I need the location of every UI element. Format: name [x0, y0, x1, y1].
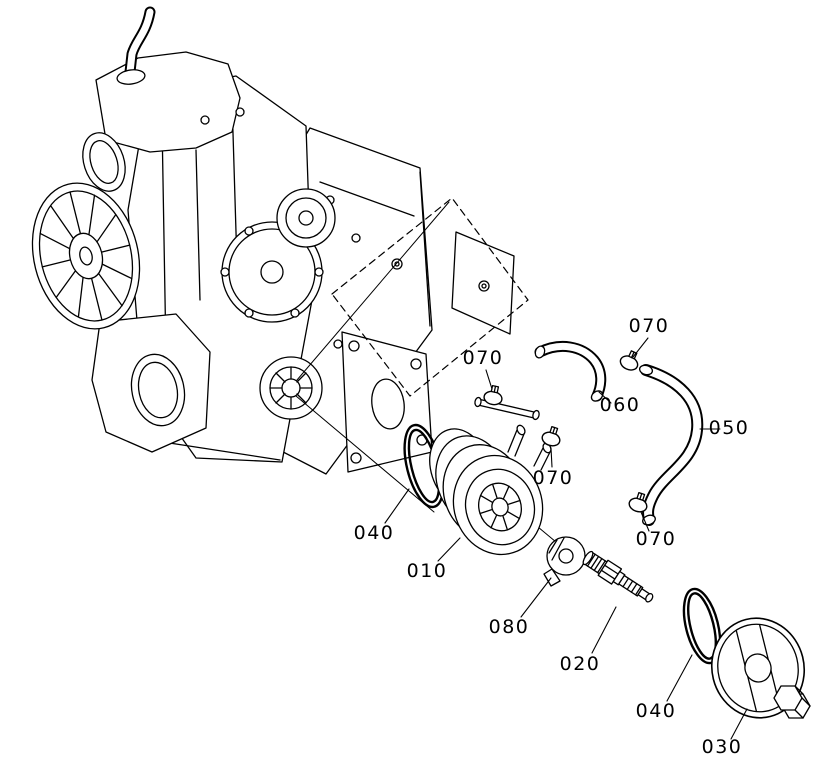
gear-cover	[220, 221, 324, 323]
upper-water-pipe	[116, 6, 156, 85]
callout-050: 050	[708, 417, 750, 439]
hose-clamp-2	[483, 384, 503, 406]
callout-070-c: 070	[532, 467, 574, 489]
leader-lines	[384, 337, 748, 740]
hose-clamp-3	[541, 426, 561, 447]
retainer-bracket	[543, 536, 586, 587]
hose-clamp-4	[628, 492, 648, 513]
callout-070-d: 070	[635, 528, 677, 550]
callout-030: 030	[701, 736, 743, 758]
callout-080: 080	[488, 616, 530, 638]
hose-short	[534, 340, 607, 402]
callout-070-a: 070	[628, 315, 670, 337]
callout-040-b: 040	[635, 700, 677, 722]
fan-pulley	[31, 182, 141, 330]
callout-070-b: 070	[462, 347, 504, 369]
callout-060: 060	[599, 394, 641, 416]
cooler-mount-boss	[259, 356, 323, 420]
mounting-plate	[341, 331, 433, 473]
joint-fitting	[582, 550, 654, 603]
oil-cooler	[429, 424, 552, 556]
water-pump	[276, 188, 336, 248]
hose-long	[638, 364, 704, 526]
hose-clamp-1	[619, 350, 639, 371]
rear-plate	[451, 231, 515, 335]
phantom-plane	[331, 197, 529, 397]
cover-cap	[710, 617, 811, 719]
callout-010: 010	[406, 560, 448, 582]
oil-pipe	[474, 396, 540, 421]
callout-020: 020	[559, 653, 601, 675]
callout-040-a: 040	[353, 522, 395, 544]
